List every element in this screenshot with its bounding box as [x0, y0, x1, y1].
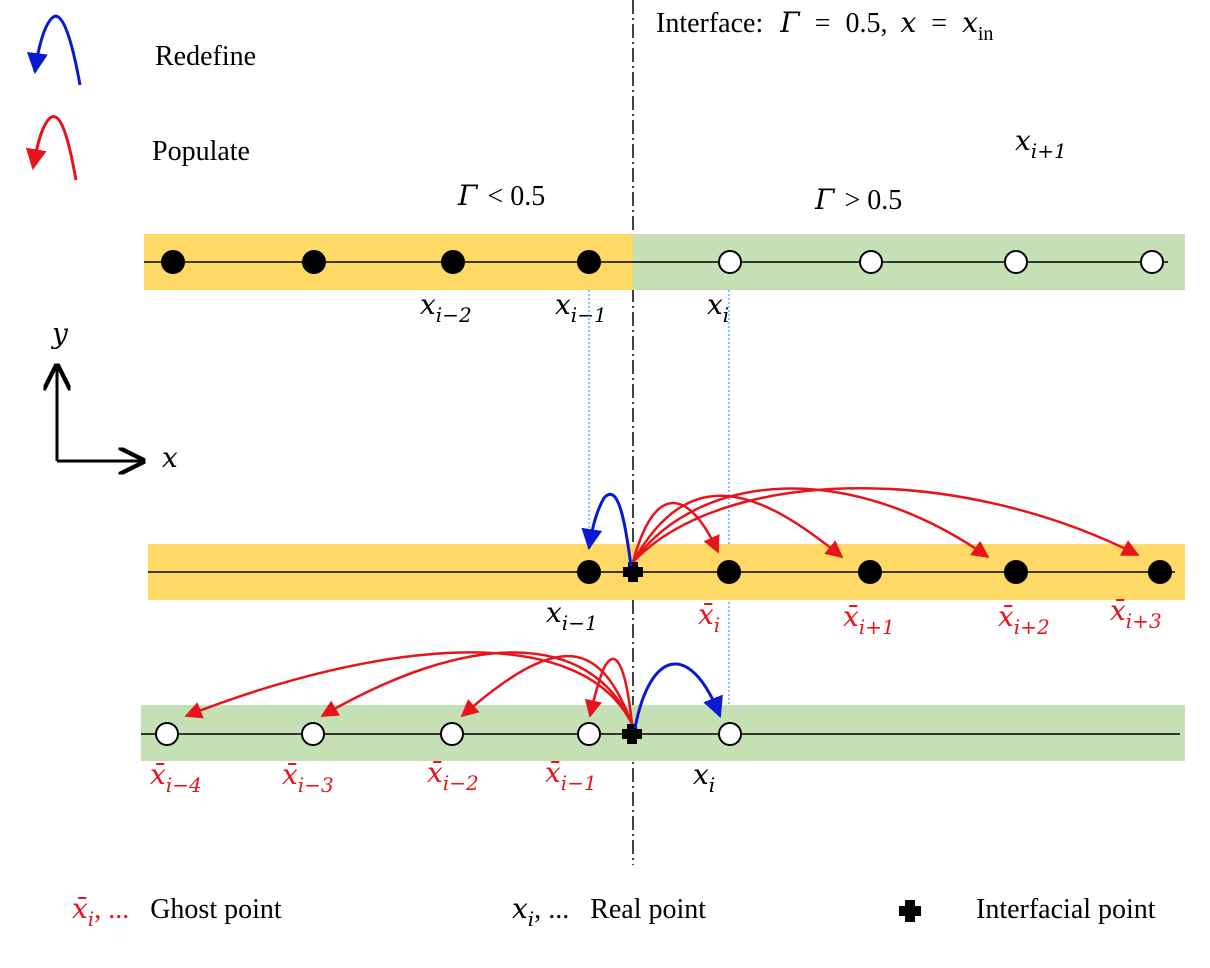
label-row2-ghost: x̄i+2 — [998, 600, 1050, 639]
label-row1: xi−1 — [555, 288, 607, 327]
populate-arrow — [631, 487, 990, 563]
stray-label-x-i+1: xi+1 — [1015, 124, 1067, 163]
redefine-arrow — [633, 662, 723, 729]
real-point — [577, 560, 601, 584]
row-gas-extended: xi−1 x̄i x̄i+1 x̄i+2 x̄i+3 — [148, 487, 1185, 639]
ghost-point-open — [301, 722, 325, 746]
ghost-point-open — [577, 722, 601, 746]
legend-real: xi, ... Real point — [512, 892, 706, 931]
label-row3-ghost: x̄i−4 — [150, 758, 202, 797]
real-point — [302, 250, 326, 274]
populate-arrow — [632, 487, 1140, 563]
real-point-open — [718, 250, 742, 274]
bottom-legend: x̄i, ... Ghost point xi, ... Real point … — [72, 892, 1156, 931]
band-liquid-row3 — [141, 705, 1185, 761]
redefine-legend-arrow — [26, 14, 82, 86]
region-label-left: Γ< 0.5 — [457, 179, 545, 212]
real-point — [577, 250, 601, 274]
interfacial-point — [623, 562, 643, 582]
populate-legend-label: Populate — [152, 136, 250, 167]
ghost-point — [1148, 560, 1172, 584]
redefine-arrow — [581, 492, 633, 567]
real-point — [441, 250, 465, 274]
label-row1: xi−2 — [420, 288, 472, 327]
label-row2-ghost: x̄i+3 — [1110, 594, 1162, 633]
populate-legend-arrow — [25, 115, 78, 181]
populate-arrow — [184, 651, 634, 725]
label-row1: xi — [707, 288, 729, 327]
ghost-point — [1004, 560, 1028, 584]
row-liquid-extended: x̄i−4 x̄i−3 x̄i−2 x̄i−1 xi — [141, 651, 1185, 797]
label-row2-ghost: x̄i — [698, 598, 720, 637]
real-point-open — [718, 722, 742, 746]
real-point — [161, 250, 185, 274]
row-original: xi−2 xi−1 xi — [144, 234, 1185, 327]
ghost-point — [858, 560, 882, 584]
region-label-right: Γ> 0.5 — [814, 183, 902, 216]
interfacial-point — [622, 724, 642, 744]
label-row3-ghost: x̄i−2 — [427, 756, 479, 795]
interfacial-point-legend-icon — [899, 900, 921, 922]
coordinate-axes: y x — [50, 317, 178, 474]
interface-title: Interface: Γ = 0.5, x = xin — [656, 6, 993, 45]
ghost-point-open — [440, 722, 464, 746]
axis-label-y: y — [50, 317, 69, 350]
populate-arrow — [320, 651, 634, 725]
legend-interfacial: Interfacial point — [976, 894, 1156, 925]
real-point-open — [1140, 250, 1164, 274]
label-row2-ghost: x̄i+1 — [843, 600, 895, 639]
legend-ghost: x̄i, ... Ghost point — [72, 892, 282, 931]
redefine-legend-label: Redefine — [155, 41, 256, 72]
ghost-point — [717, 560, 741, 584]
label-row3: xi — [693, 758, 715, 797]
label-row3-ghost: x̄i−1 — [545, 756, 597, 795]
populate-arrow — [631, 501, 720, 563]
ghost-point-open — [155, 722, 179, 746]
real-point-open — [1004, 250, 1028, 274]
axis-label-x: x — [162, 441, 178, 474]
label-row2: xi−1 — [546, 596, 598, 635]
populate-arrow — [460, 654, 634, 725]
real-point-open — [859, 250, 883, 274]
label-row3-ghost: x̄i−3 — [282, 758, 334, 797]
populate-arrow — [584, 657, 634, 725]
